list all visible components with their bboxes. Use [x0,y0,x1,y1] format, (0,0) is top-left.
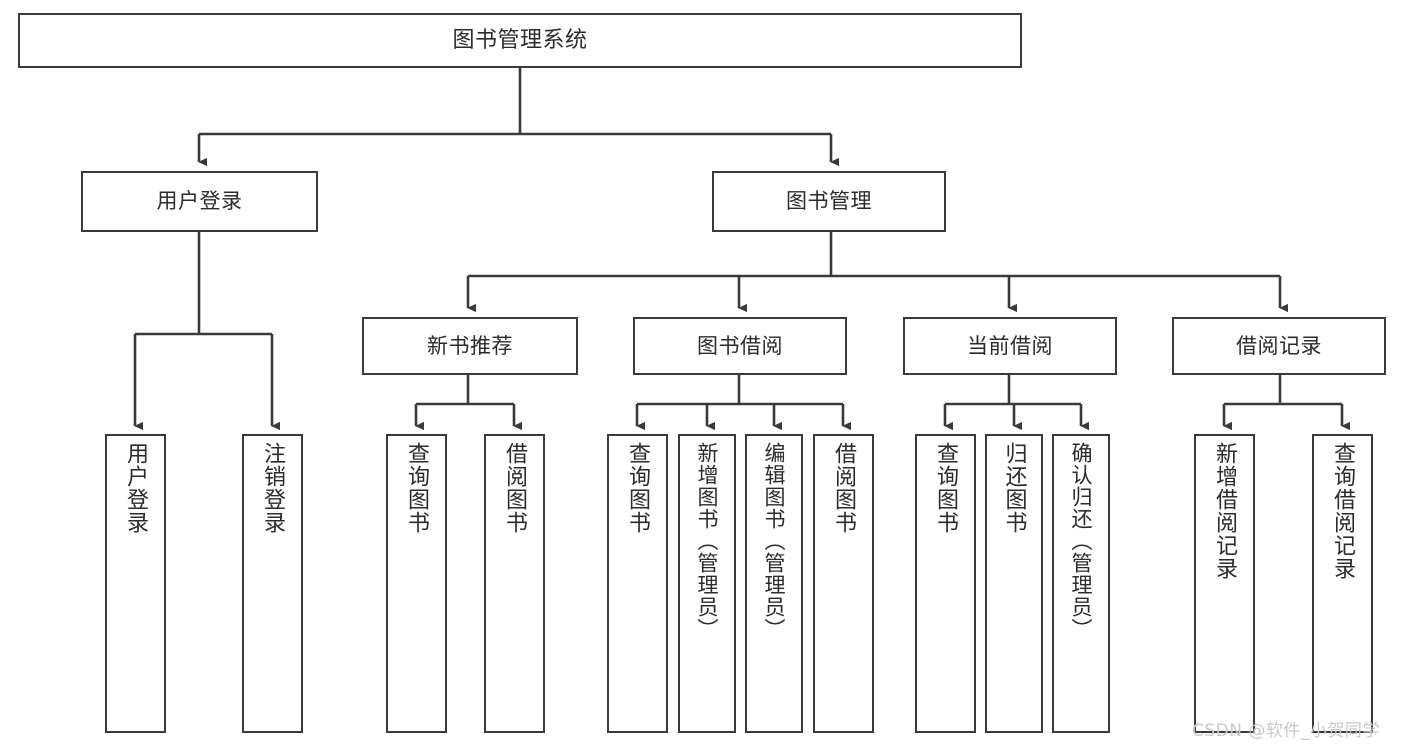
node-user-login-label: 用户登录 [156,189,243,214]
node-current-borrow[interactable]: 当前借阅 [903,317,1117,375]
node-leaf-return-book[interactable]: 归还图书 [985,434,1043,733]
node-leaf-query-book-1-label: 查询图书 [404,442,430,534]
node-leaf-user-login-label: 用户登录 [123,442,149,534]
node-leaf-confirm-return[interactable]: 确认归还（管理员） [1052,434,1110,733]
node-leaf-query-record[interactable]: 查询借阅记录 [1312,434,1373,733]
node-leaf-user-logout-label: 注销登录 [260,442,286,534]
node-borrow-record[interactable]: 借阅记录 [1172,317,1386,375]
node-leaf-query-book-2-label: 查询图书 [625,442,651,534]
node-leaf-borrow-book-1[interactable]: 借阅图书 [484,434,545,733]
node-leaf-query-record-label: 查询借阅记录 [1330,442,1356,580]
node-leaf-return-book-label: 归还图书 [1001,442,1027,534]
node-leaf-user-login[interactable]: 用户登录 [105,434,166,733]
node-borrow-record-label: 借阅记录 [1236,333,1322,358]
node-leaf-add-book-label: 新增图书（管理员） [695,442,720,640]
node-root[interactable]: 图书管理系统 [18,13,1022,68]
node-leaf-borrow-book-2-label: 借阅图书 [831,442,857,534]
node-book-manage[interactable]: 图书管理 [712,171,946,232]
node-leaf-add-book[interactable]: 新增图书（管理员） [678,434,736,733]
node-leaf-edit-book-label: 编辑图书（管理员） [762,442,787,640]
node-leaf-edit-book[interactable]: 编辑图书（管理员） [745,434,803,733]
node-leaf-query-book-3[interactable]: 查询图书 [915,434,976,733]
watermark-text: CSDN @软件_小贺同学 [1192,721,1380,741]
node-new-book-recommend[interactable]: 新书推荐 [362,317,578,375]
node-leaf-confirm-return-label: 确认归还（管理员） [1069,442,1094,640]
node-leaf-query-book-2[interactable]: 查询图书 [607,434,668,733]
node-user-login[interactable]: 用户登录 [81,171,318,232]
node-new-book-recommend-label: 新书推荐 [427,333,513,358]
node-book-manage-label: 图书管理 [786,189,872,214]
node-root-label: 图书管理系统 [452,27,588,53]
node-current-borrow-label: 当前借阅 [967,333,1053,358]
node-leaf-add-record-label: 新增借阅记录 [1212,442,1238,580]
node-book-borrow-label: 图书借阅 [697,333,783,358]
node-leaf-user-logout[interactable]: 注销登录 [242,434,303,733]
node-leaf-borrow-book-2[interactable]: 借阅图书 [813,434,874,733]
node-leaf-query-book-3-label: 查询图书 [933,442,959,534]
node-leaf-borrow-book-1-label: 借阅图书 [502,442,528,534]
node-leaf-query-book-1[interactable]: 查询图书 [386,434,447,733]
node-book-borrow[interactable]: 图书借阅 [633,317,847,375]
node-leaf-add-record[interactable]: 新增借阅记录 [1194,434,1255,733]
